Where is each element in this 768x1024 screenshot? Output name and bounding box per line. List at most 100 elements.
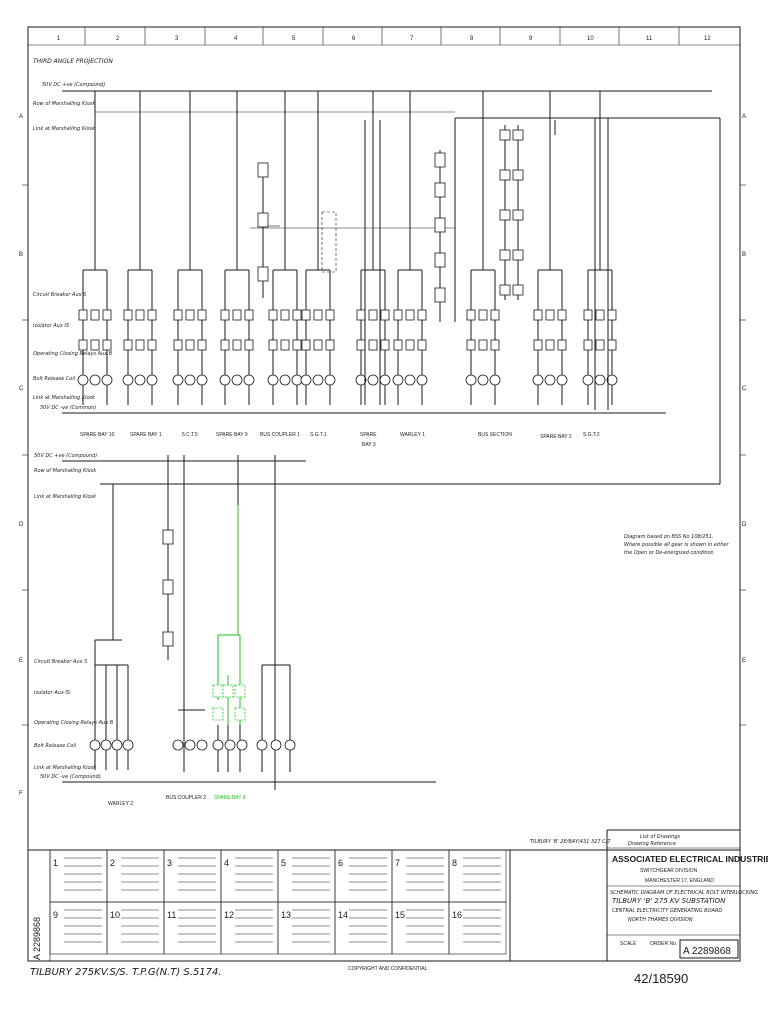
schematic-element [478, 309, 488, 321]
lower-row5-label: Operating Closing Relays Aux B [34, 720, 114, 726]
row-label: D [742, 522, 747, 528]
schematic-element [545, 339, 555, 351]
upper-row3-label: Circuit Breaker Aux S [33, 292, 87, 298]
upper-supply-label: 50V DC +ve (Compound) [42, 82, 105, 88]
lower-row6-label: Bolt Release Coil [34, 743, 77, 749]
row-label: C [742, 386, 747, 392]
footer-center: COPYRIGHT AND CONFIDENTIAL [348, 966, 428, 972]
schematic-element [368, 309, 378, 321]
revision-number: 10 [110, 910, 120, 920]
lower-row3-label: Circuit Breaker Aux S [34, 659, 88, 665]
upper-row4-label: Isolator Aux IS [33, 323, 70, 329]
schematic-element [219, 374, 231, 386]
schematic-element [135, 339, 145, 351]
schematic-element [279, 374, 291, 386]
schematic-element [301, 309, 311, 321]
schematic-element [220, 339, 230, 351]
schematic-element [416, 374, 428, 386]
drawing-reference: Drawing Reference [628, 841, 676, 847]
upper-row5-label: Operating Closing Relays Aux B [33, 351, 113, 357]
schematic-element [300, 374, 312, 386]
schematic-element [232, 309, 242, 321]
schematic-element [356, 339, 366, 351]
col-label: 3 [175, 36, 179, 42]
revision-number: 13 [281, 910, 291, 920]
col-label: 2 [116, 36, 120, 42]
revision-number: 11 [167, 910, 176, 920]
bay-label-highlight: SPARE BAY 8 [214, 795, 246, 801]
schematic-element [324, 374, 336, 386]
scale-label: SCALE [620, 941, 637, 947]
schematic-element [135, 309, 145, 321]
schematic-element [607, 339, 617, 351]
schematic-element [291, 374, 303, 386]
bay-label: WARLEY 1 [400, 432, 425, 438]
row-label: A [742, 114, 746, 120]
col-label: 6 [352, 36, 356, 42]
revision-number: 5 [281, 858, 286, 868]
revision-number: 4 [224, 858, 229, 868]
schematic-element [77, 374, 89, 386]
schematic-element [301, 339, 311, 351]
projection-note: THIRD ANGLE PROJECTION [33, 58, 113, 65]
list-of-drawings: List of Drawings [640, 834, 681, 840]
bay-label: WARLEY 2 [108, 801, 133, 807]
schematic-element [582, 374, 594, 386]
revision-number: 14 [338, 910, 348, 920]
lower-return-label: 50V DC -ve (Compound) [40, 774, 101, 780]
column-grid: 1 2 3 4 5 6 7 8 9 10 11 12 [57, 27, 711, 45]
schematic-element [196, 374, 208, 386]
lower-row1-label: Row of Marshalling Kiosk [34, 468, 97, 474]
schematic-element [267, 374, 279, 386]
schematic-element [268, 309, 278, 321]
schematic-element [380, 339, 390, 351]
schematic-element [325, 339, 335, 351]
division: SWITCHGEAR DIVISION [640, 868, 698, 874]
bay-label: 5.C.T.5 [182, 432, 198, 438]
footer-right: 42/18590 [634, 971, 688, 986]
revision-number: 12 [224, 910, 234, 920]
schematic-element [465, 374, 477, 386]
desc-line-4: NORTH THAMES DIVISION [628, 917, 693, 923]
lower-bay-labels: WARLEY 2 BUS COUPLER 2 SPARE BAY 8 [108, 795, 246, 807]
schematic-element [146, 374, 158, 386]
schematic-element [392, 374, 404, 386]
schematic-element [292, 309, 302, 321]
schematic-element [231, 374, 243, 386]
schematic-element [595, 309, 605, 321]
revision-number: 3 [167, 858, 172, 868]
schematic-element [147, 339, 157, 351]
revision-number: 6 [338, 858, 343, 868]
schematic-element [417, 339, 427, 351]
schematic-element [477, 374, 489, 386]
bay-label: BAY 3 [362, 442, 376, 448]
schematic-element [405, 309, 415, 321]
schematic-element [466, 339, 476, 351]
schematic-element [90, 339, 100, 351]
schematic-element [197, 339, 207, 351]
schematic-element [355, 374, 367, 386]
lower-row2-label: Link at Marshalling Kiosk [34, 494, 97, 500]
schematic-element [292, 339, 302, 351]
schematic-element [268, 339, 278, 351]
schematic-element [478, 339, 488, 351]
order-label: ORDER No. [650, 941, 677, 947]
schematic-element [185, 339, 195, 351]
schematic-element [280, 339, 290, 351]
schematic-element [197, 309, 207, 321]
col-label: 1 [57, 36, 61, 42]
sheet-border [27, 26, 741, 962]
drawing-number: A 2289868 [683, 946, 731, 957]
schematic-element [173, 309, 183, 321]
row-label: B [19, 252, 23, 258]
schematic-element [489, 374, 501, 386]
revision-number: 2 [110, 858, 115, 868]
schematic-element [313, 339, 323, 351]
schematic-element [533, 309, 543, 321]
svg-text:Where possible all gear is sho: Where possible all gear is shown in eith… [624, 542, 729, 548]
schematic-element [89, 374, 101, 386]
schematic-element [594, 374, 606, 386]
schematic-element [280, 309, 290, 321]
schematic-element [393, 339, 403, 351]
bay-label: SPARE BAY 1 [130, 432, 162, 438]
